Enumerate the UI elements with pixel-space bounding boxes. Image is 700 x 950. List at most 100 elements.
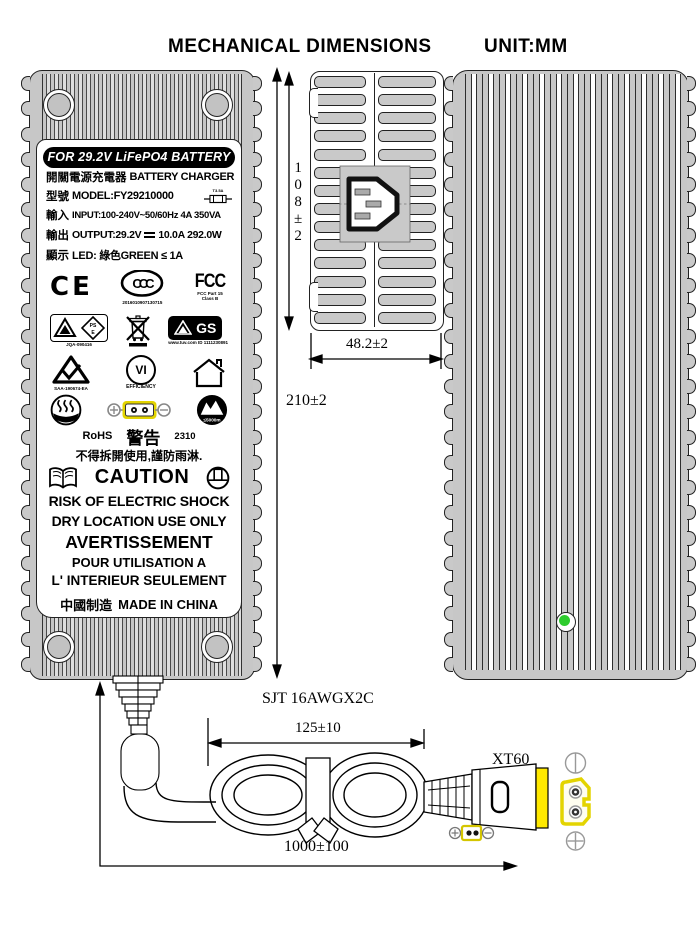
vent-tab <box>444 656 453 672</box>
rohs-text: RoHS <box>82 430 113 443</box>
svg-text:CCC: CCC <box>133 276 156 291</box>
vent-tab <box>444 555 453 571</box>
vent-tab <box>253 126 262 142</box>
led-green-dot <box>559 615 571 627</box>
label-en: LED: 綠色GREEN ≤ 1A <box>72 250 183 263</box>
caution-text: CAUTION <box>94 466 190 489</box>
vent-tab <box>253 303 262 319</box>
vent-tab <box>687 379 696 394</box>
vent-tab <box>687 101 696 117</box>
vent-tab <box>21 480 30 495</box>
vent-tab <box>21 530 30 546</box>
xt60-front-view <box>560 752 591 851</box>
vent-tab <box>253 555 262 571</box>
label-zh: 顯示 <box>46 250 69 263</box>
indoor-use-house-icon <box>190 357 228 389</box>
vent-tab <box>21 505 30 521</box>
vent-tab <box>253 631 262 647</box>
vent-tab <box>444 202 453 218</box>
vent-tab <box>253 480 262 495</box>
xt60-side-view <box>423 763 549 831</box>
cable-coil <box>209 752 429 838</box>
label-zh: 輸入 <box>46 210 69 223</box>
vent-slat <box>314 148 366 161</box>
vent-slat <box>378 293 436 306</box>
svg-text:E: E <box>91 330 95 336</box>
vent-tab <box>253 454 262 470</box>
vent-tab <box>253 530 262 546</box>
efficiency-text: EFFICIENCY <box>126 384 156 391</box>
vent-tab <box>687 303 696 319</box>
label-en: INPUT:100-240V~50/60Hz 4A 350VA <box>72 209 221 221</box>
marks-row-3: SAA-190674-EA VI EFFICIENCY <box>43 351 235 395</box>
vent-tab <box>444 126 453 142</box>
svg-text:≤5000m: ≤5000m <box>203 418 220 423</box>
dry-location-text: DRY LOCATION USE ONLY <box>51 512 227 529</box>
vent-tab <box>444 177 453 192</box>
vent-tab <box>444 404 453 420</box>
gs-mark-icon: GS www.tuv.com ID 1111230891 <box>168 315 228 345</box>
vent-tab <box>687 581 696 596</box>
label-en: BATTERY CHARGER <box>129 171 235 184</box>
front-left-vents <box>21 76 30 672</box>
vent-slat <box>314 293 366 306</box>
vent-tab <box>21 252 30 268</box>
vent-tab <box>444 606 453 622</box>
vent-tab <box>687 202 696 218</box>
french-line-1: POUR UTILISATION A <box>71 555 207 571</box>
vent-tab <box>253 151 262 167</box>
vent-tab <box>687 480 696 495</box>
vent-tab <box>253 353 262 369</box>
vent-tab <box>687 278 696 293</box>
vent-tab <box>21 555 30 571</box>
vent-slat <box>378 311 436 324</box>
vent-tab <box>444 581 453 596</box>
vent-slat <box>378 94 436 107</box>
ferrite-bead <box>120 733 160 791</box>
vent-tab <box>253 101 262 117</box>
gs-number: www.tuv.com ID 1111230891 <box>168 339 228 345</box>
vent-slat <box>378 275 436 288</box>
vent-tab <box>444 227 453 243</box>
vent-tab <box>444 454 453 470</box>
vent-tab <box>21 656 30 672</box>
ccc-number: 2016010907130715 <box>122 299 163 305</box>
vent-tab <box>253 202 262 218</box>
vent-tab <box>253 379 262 394</box>
vent-tab <box>21 177 30 192</box>
screw-top-right <box>201 89 233 121</box>
vent-tab <box>253 656 262 672</box>
vent-tab <box>687 606 696 622</box>
vent-tab <box>444 429 453 445</box>
vent-tab <box>687 353 696 369</box>
side-view <box>452 70 689 680</box>
screw-top-left <box>43 89 75 121</box>
marks-row-2: PS E JQA-090416 <box>43 309 235 351</box>
rcm-mark-icon: SAA-190674-EA <box>50 354 92 391</box>
warning-row: RoHS 警告 2310 <box>43 426 235 448</box>
screw-bottom-right <box>201 631 233 663</box>
fcc-logo: FCC <box>194 271 227 293</box>
clip-bottom <box>309 282 318 312</box>
vent-tab <box>253 505 262 521</box>
vent-tab <box>444 151 453 167</box>
label-zh: 型號 <box>46 191 69 204</box>
screw-bottom-left <box>43 631 75 663</box>
weee-bin-icon <box>125 312 151 348</box>
made-en: MADE IN CHINA <box>118 596 218 612</box>
vent-tab <box>21 631 30 647</box>
vent-tab <box>21 151 30 167</box>
label-zh: 開關電源充電器 <box>46 172 127 185</box>
vent-tab <box>444 328 453 344</box>
date-code: 2310 <box>174 430 196 442</box>
vent-tab <box>21 404 30 420</box>
side-right-vents <box>687 76 696 672</box>
xt60-polarity-icon <box>448 824 495 842</box>
vent-tab <box>21 303 30 319</box>
vent-slat <box>314 94 366 107</box>
side-rib-texture <box>460 74 681 670</box>
vent-tab <box>21 454 30 470</box>
vent-tab <box>21 581 30 596</box>
vent-tab <box>687 505 696 521</box>
